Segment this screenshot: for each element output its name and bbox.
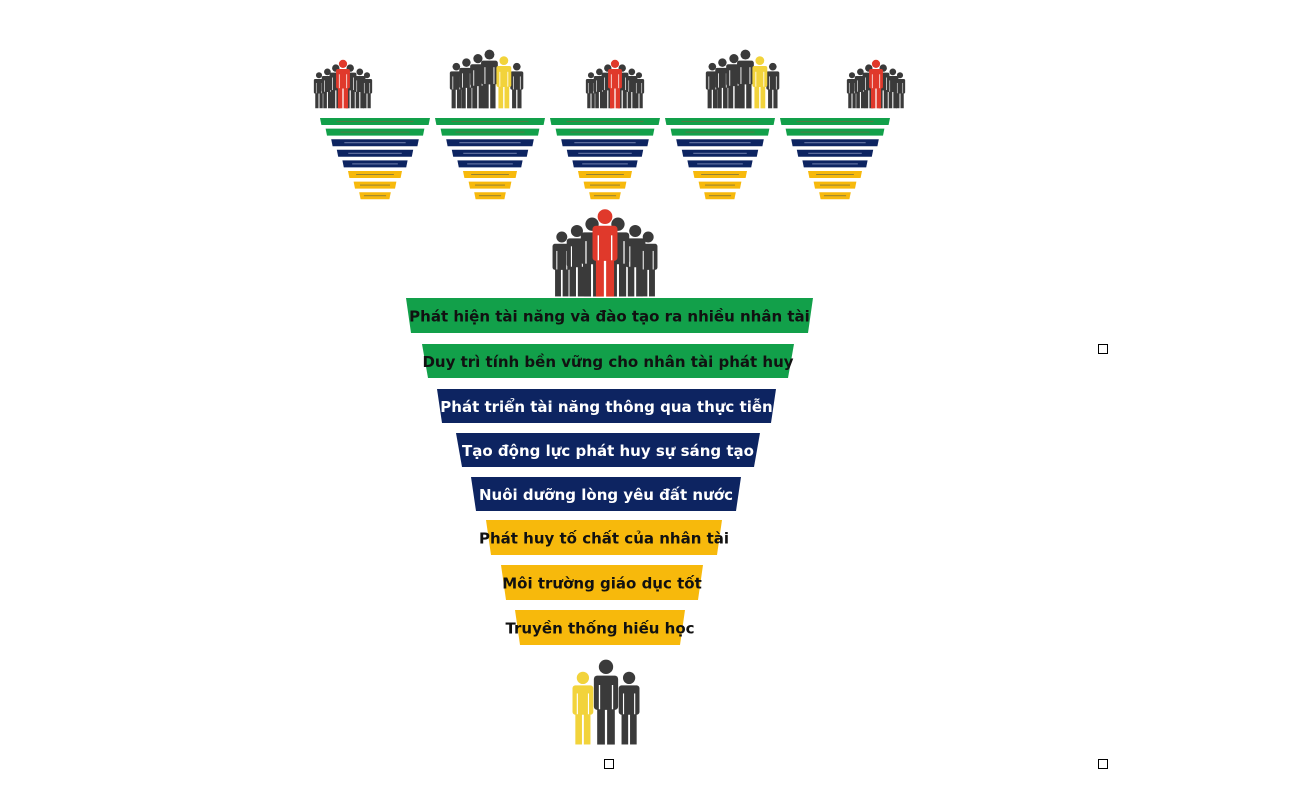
person-icon [321,68,334,109]
mini-funnel-text-mark [574,142,636,144]
selection-handle[interactable] [604,759,614,769]
mini-funnel-text-mark [701,174,739,175]
person-icon [869,59,883,109]
mini-funnel-text-mark [340,131,410,133]
person-icon [715,58,730,109]
people-group-red-icon [846,59,906,109]
person-icon [618,671,640,745]
selection-handle[interactable] [1098,344,1108,354]
person-icon [313,72,325,109]
mini-funnel-text-mark [478,195,502,197]
person-icon [592,209,618,297]
person-icon [638,231,658,297]
mini-funnel-text-mark [570,131,640,133]
mini-funnel-text-mark [705,184,735,186]
people-group-red-icon [585,59,645,109]
mini-funnel-text-mark [823,195,847,197]
mini-funnel-text-mark [475,184,505,186]
mini-funnel [320,118,430,200]
person-icon [846,72,858,109]
person-icon [593,659,619,745]
mini-funnel [665,118,775,200]
mini-funnel-text-mark [352,163,398,165]
mini-funnel-text-mark [689,142,751,144]
person-icon [496,56,512,109]
funnel-band-label: Phát huy tố chất của nhân tài [479,529,729,548]
funnel-band-label: Tạo động lực phát huy sự sáng tạo [462,442,754,460]
mini-funnel-text-mark [593,195,617,197]
funnel-band-8 [515,610,685,645]
funnel-band-1 [406,298,813,333]
funnel-band-label: Truyền thống hiếu học [505,619,694,638]
funnel-band-2 [422,344,794,378]
mini-funnel-text-mark [336,121,414,122]
mini-funnel-text-mark [582,163,628,165]
mini-funnel-text-mark [685,131,755,133]
person-icon [894,72,906,109]
mini-funnel-text-mark [693,152,747,154]
funnel-band-5 [471,477,741,511]
mini-funnel [780,118,890,200]
people-group-yellow-icon [705,49,780,109]
people-group-red-icon [313,59,373,109]
mini-funnel-text-mark [344,142,406,144]
funnel-band-label: Môi trường giáo dục tốt [502,574,702,593]
person-icon [459,58,474,109]
mini-funnel-text-mark [348,152,402,154]
people-group-red-icon [572,659,640,745]
mini-funnel-text-mark [356,174,394,175]
mini-funnel-text-mark [708,195,732,197]
funnel-band-4 [456,433,760,467]
mini-funnel-text-mark [808,152,862,154]
funnel-band-3 [437,389,776,423]
mini-funnel-text-mark [681,121,759,122]
mini-funnel-text-mark [816,174,854,175]
person-icon [608,59,622,109]
person-icon [633,72,645,109]
funnel-band-label: Nuôi dưỡng lòng yêu đất nước [479,486,733,504]
mini-funnel [435,118,545,200]
person-icon [481,49,498,109]
funnel-band-label: Phát triển tài năng thông qua thực tiễn [440,397,772,416]
person-icon [336,59,350,109]
mini-funnel-text-mark [463,152,517,154]
person-icon [585,72,597,109]
person-icon [766,62,780,109]
mini-funnel-text-mark [451,121,529,122]
person-icon [752,56,768,109]
mini-funnel-text-mark [471,174,509,175]
mini-funnel-text-mark [455,131,525,133]
mini-funnel-text-mark [586,174,624,175]
person-icon [552,231,572,297]
person-icon [737,49,754,109]
funnel-band-6 [486,520,722,555]
mini-funnel-text-mark [796,121,874,122]
person-icon [510,62,524,109]
mini-funnel-text-mark [697,163,743,165]
person-icon [572,671,594,745]
mini-funnel-text-mark [812,163,858,165]
mini-funnel-text-mark [363,195,387,197]
funnel-band-label: Phát hiện tài năng và đào tạo ra nhiều n… [409,307,810,326]
mini-funnel-text-mark [590,184,620,186]
mini-funnel-text-mark [820,184,850,186]
funnel-band-label: Duy trì tính bền vững cho nhân tài phát … [422,352,793,371]
mini-funnel-text-mark [566,121,644,122]
mini-funnel-text-mark [800,131,870,133]
mini-funnel-text-mark [578,152,632,154]
person-icon [361,72,373,109]
mini-funnel-text-mark [804,142,866,144]
selection-handle[interactable] [1098,759,1108,769]
people-group-yellow-icon [449,49,524,109]
mini-funnel-text-mark [459,142,521,144]
funnel-band-7 [501,565,703,600]
mini-funnel [550,118,660,200]
mini-funnel-text-mark [467,163,513,165]
mini-funnel-text-mark [360,184,390,186]
people-group-red-icon [552,209,658,297]
